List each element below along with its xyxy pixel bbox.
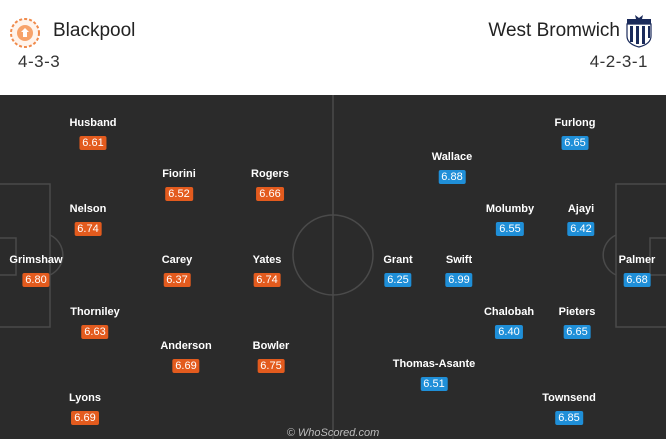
player-ajayi[interactable]: Ajayi 6.42 [567, 203, 595, 237]
player-rating: 6.69 [172, 359, 200, 373]
player-rating: 6.88 [438, 170, 466, 184]
player-grant[interactable]: Grant 6.25 [383, 254, 413, 288]
watermark: © WhoScored.com [286, 427, 380, 439]
player-name: Yates [252, 254, 282, 266]
home-team-name[interactable]: Blackpool [53, 20, 136, 41]
player-name: Ajayi [567, 203, 595, 215]
home-formation: 4-3-3 [18, 52, 61, 71]
player-rating: 6.80 [22, 273, 50, 287]
player-rating: 6.37 [163, 273, 191, 287]
player-fiorini[interactable]: Fiorini 6.52 [162, 168, 196, 202]
blackpool-crest-icon [10, 18, 40, 48]
player-pieters[interactable]: Pieters 6.65 [558, 306, 596, 340]
player-name: Molumby [485, 203, 535, 215]
player-name: Lyons [69, 392, 101, 404]
player-bowler[interactable]: Bowler 6.75 [252, 340, 290, 374]
player-name: Pieters [558, 306, 596, 318]
player-rating: 6.68 [623, 273, 651, 287]
player-rogers[interactable]: Rogers 6.66 [251, 168, 289, 202]
player-rating: 6.63 [81, 325, 109, 339]
player-name: Husband [69, 117, 117, 129]
away-formation: 4-2-3-1 [589, 52, 648, 71]
player-rating: 6.85 [555, 411, 583, 425]
player-rating: 6.74 [74, 222, 102, 236]
player-thorniley[interactable]: Thorniley 6.63 [70, 306, 120, 340]
player-rating: 6.51 [420, 377, 448, 391]
player-name: Chalobah [483, 306, 535, 318]
player-name: Furlong [554, 117, 596, 129]
player-thomas-asante[interactable]: Thomas-Asante 6.51 [392, 358, 476, 392]
player-name: Thomas-Asante [392, 358, 476, 370]
away-team-name[interactable]: West Bromwich [488, 20, 620, 41]
player-rating: 6.61 [79, 136, 107, 150]
player-name: Bowler [252, 340, 290, 352]
player-rating: 6.40 [495, 325, 523, 339]
player-name: Rogers [251, 168, 289, 180]
player-rating: 6.65 [563, 325, 591, 339]
player-rating: 6.99 [445, 273, 473, 287]
player-wallace[interactable]: Wallace 6.88 [431, 151, 473, 185]
player-rating: 6.75 [257, 359, 285, 373]
player-townsend[interactable]: Townsend 6.85 [542, 392, 596, 426]
pitch-markings [0, 95, 666, 439]
player-name: Grant [383, 254, 413, 266]
pitch [0, 95, 666, 439]
player-name: Palmer [618, 254, 656, 266]
player-name: Swift [445, 254, 473, 266]
player-molumby[interactable]: Molumby 6.55 [486, 203, 534, 237]
player-name: Fiorini [162, 168, 196, 180]
player-rating: 6.25 [384, 273, 412, 287]
player-rating: 6.55 [496, 222, 524, 236]
player-rating: 6.52 [165, 187, 193, 201]
player-furlong[interactable]: Furlong 6.65 [554, 117, 596, 151]
player-name: Carey [161, 254, 193, 266]
player-chalobah[interactable]: Chalobah 6.40 [484, 306, 534, 340]
match-header: Blackpool 4-3-3 West Bromwich 4-2-3-1 [0, 0, 666, 94]
player-rating: 6.42 [567, 222, 595, 236]
player-name: Nelson [69, 203, 107, 215]
player-name: Thorniley [70, 306, 120, 318]
west-bromwich-albion-crest-icon [626, 15, 652, 48]
player-palmer[interactable]: Palmer 6.68 [618, 254, 656, 288]
player-name: Townsend [542, 392, 596, 404]
player-rating: 6.66 [256, 187, 284, 201]
player-lyons[interactable]: Lyons 6.69 [69, 392, 101, 426]
player-husband[interactable]: Husband 6.61 [69, 117, 117, 151]
player-rating: 6.65 [561, 136, 589, 150]
player-nelson[interactable]: Nelson 6.74 [69, 203, 107, 237]
player-name: Anderson [160, 340, 212, 352]
player-grimshaw[interactable]: Grimshaw 6.80 [9, 254, 63, 288]
player-swift[interactable]: Swift 6.99 [445, 254, 473, 288]
player-rating: 6.69 [71, 411, 99, 425]
player-rating: 6.74 [253, 273, 281, 287]
player-carey[interactable]: Carey 6.37 [161, 254, 193, 288]
player-anderson[interactable]: Anderson 6.69 [160, 340, 212, 374]
player-name: Grimshaw [9, 254, 63, 266]
player-yates[interactable]: Yates 6.74 [252, 254, 282, 288]
player-name: Wallace [431, 151, 473, 163]
